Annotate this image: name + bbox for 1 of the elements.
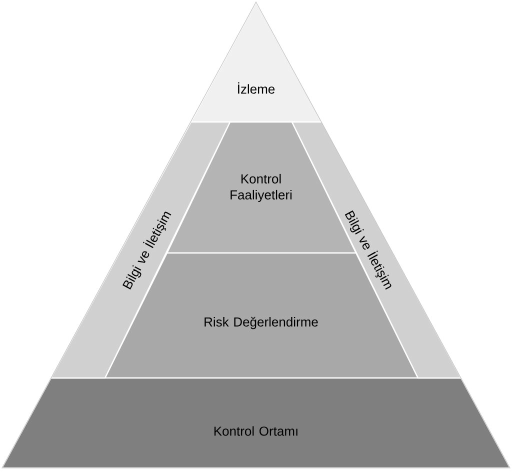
- pyramid-layer: Kontrol Ortamı: [1, 377, 512, 469]
